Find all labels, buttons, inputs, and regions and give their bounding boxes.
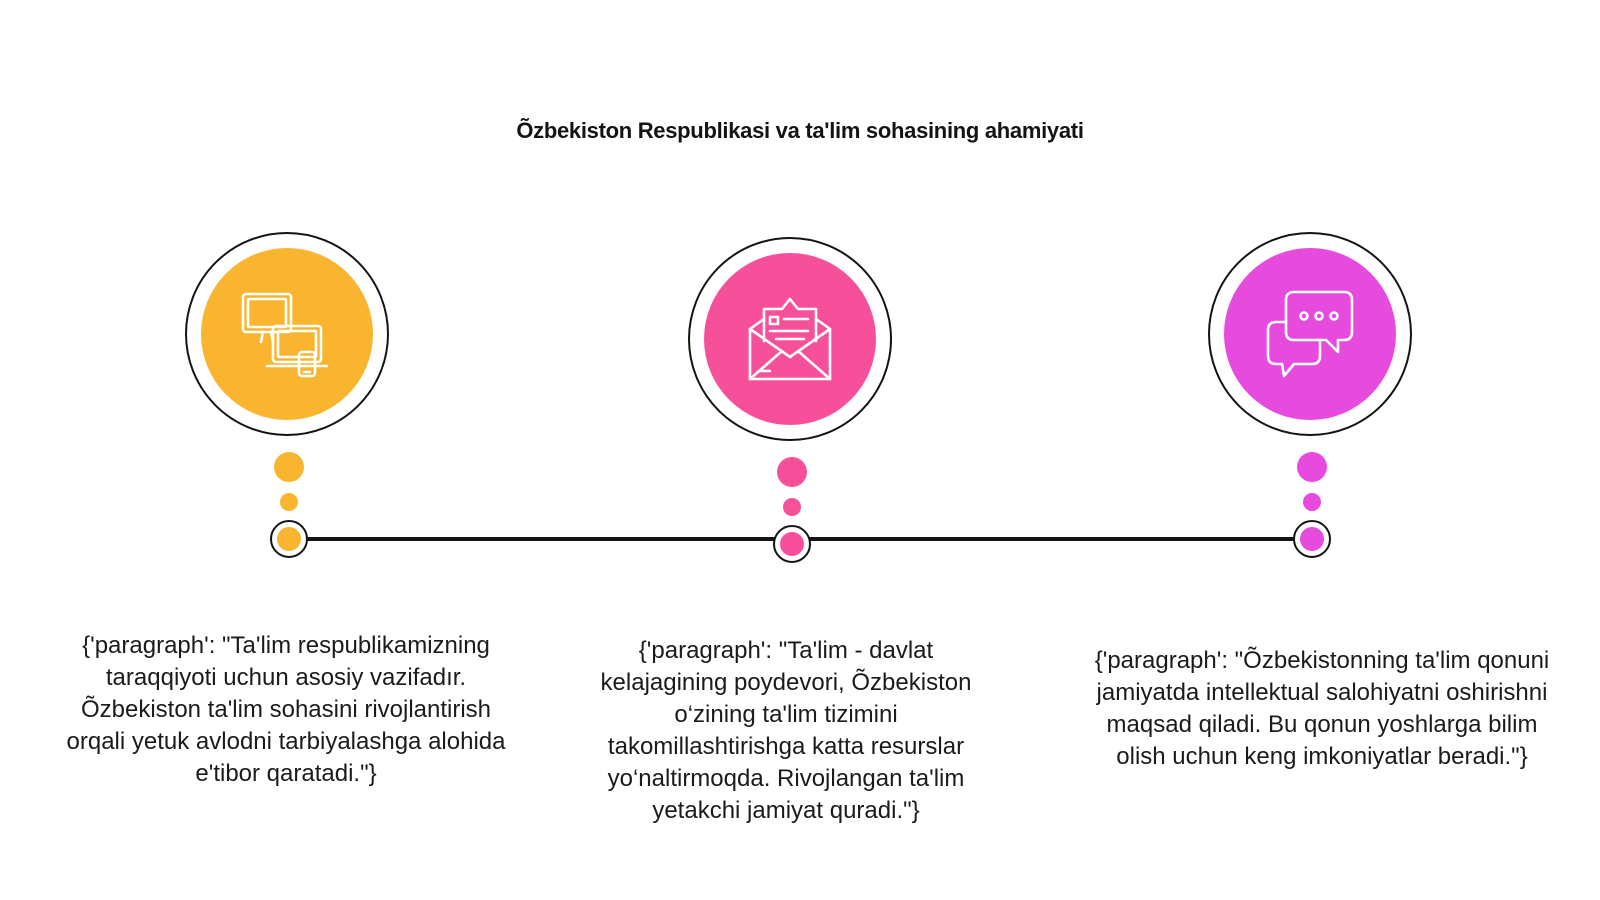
page-title: Õzbekiston Respublikasi va ta'lim sohasi… bbox=[516, 118, 1084, 143]
step-2-dot-small bbox=[783, 498, 801, 516]
step-3-dot-large bbox=[1297, 452, 1327, 482]
step-1-circle bbox=[185, 232, 389, 436]
step-2-node bbox=[773, 525, 811, 563]
step-3-disc bbox=[1224, 248, 1396, 420]
chat-bubbles-icon bbox=[1266, 290, 1354, 378]
step-2-dot-large bbox=[777, 457, 807, 487]
step-2-disc bbox=[704, 253, 876, 425]
step-3-dot-small bbox=[1303, 493, 1321, 511]
step-1-disc bbox=[201, 248, 373, 420]
step-2-paragraph: {'paragraph': "Ta'lim - davlat kelajagin… bbox=[600, 637, 972, 824]
step-2-circle bbox=[688, 237, 892, 441]
step-1-dot-large bbox=[274, 452, 304, 482]
step-1-paragraph: {'paragraph': "Ta'lim respublikamizning … bbox=[66, 632, 506, 787]
step-3-paragraph: {'paragraph': "Õzbekistonning ta'lim qon… bbox=[1094, 647, 1550, 770]
devices-icon bbox=[241, 292, 329, 378]
envelope-icon bbox=[748, 297, 832, 381]
step-1-dot-small bbox=[280, 493, 298, 511]
step-3-node bbox=[1293, 520, 1331, 558]
step-3-circle bbox=[1208, 232, 1412, 436]
step-1-node bbox=[270, 520, 308, 558]
